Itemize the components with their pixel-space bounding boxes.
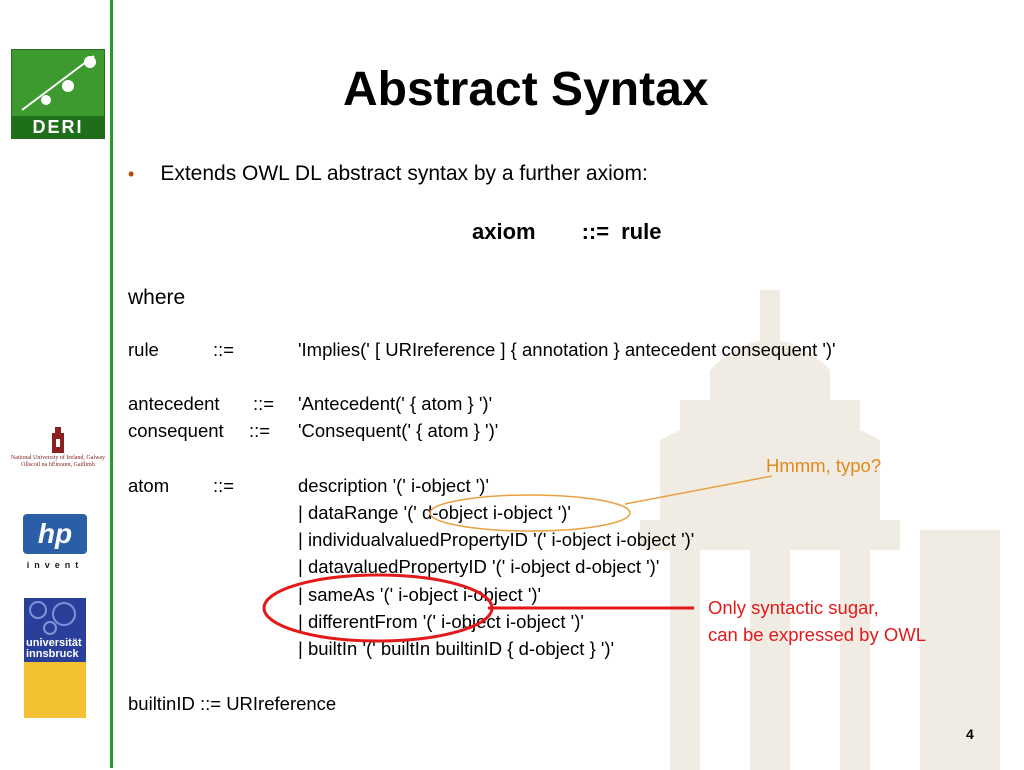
bullet-text: Extends OWL DL abstract syntax by a furt… [160,162,648,185]
hp-invent-text: invent [26,560,84,570]
sugar-note-line-2: can be expressed by OWL [708,624,926,645]
atom-alt-sameas: | sameAs '(' i-object i-object ')' [298,584,542,605]
sugar-note: Only syntactic sugar, can be expressed b… [708,594,926,648]
innsbruck-pattern-icon [29,601,76,635]
typo-note: Hmmm, typo? [766,455,882,476]
innsbruck-logo: universität innsbruck [24,598,86,718]
consequent-op: ::= [249,420,271,441]
antecedent-lhs: antecedent [128,393,220,414]
antecedent-op: ::= [253,393,275,414]
atom-alt-datavalued: | datavaluedPropertyID '(' i-object d-ob… [298,556,660,577]
atom-op: ::= [213,475,235,496]
bullet-point: • Extends OWL DL abstract syntax by a fur… [128,160,648,188]
bullet-dot-icon: • [128,164,135,184]
atom-alt-individualvalued: | individualvaluedPropertyID '(' i-objec… [298,529,695,550]
consequent-rhs: 'Consequent(' { atom } ')' [298,420,499,441]
building-watermark-icon [640,290,1000,770]
atom-alt-description: description '(' i-object ')' [298,475,489,496]
atom-alt-differentfrom: | differentFrom '(' i-object i-object ')… [298,611,584,632]
rule-lhs: rule [128,339,159,360]
atom-alt-builtin: | builtIn '(' builtIn builtinID { d-obje… [298,638,615,659]
page-number: 4 [966,726,974,742]
slide-title: Abstract Syntax [343,63,709,116]
innsbruck-line-2: innsbruck [26,648,79,660]
atom-alt-datarange: | dataRange '(' d-object i-object ')' [298,502,571,523]
axiom-lhs: axiom [472,219,536,244]
sidebar-divider [110,0,113,768]
where-label: where [128,286,186,309]
atom-lhs: atom [128,475,170,496]
innsbruck-line-1: universität [26,637,82,649]
rule-op: ::= [213,339,235,360]
hp-logo: hp [23,514,87,554]
nuig-logo: National University of Ireland, Galway O… [6,425,110,475]
rule-rhs: 'Implies(' [ URIreference ] { annotation… [298,339,836,360]
nuig-crest-icon [52,427,64,453]
deri-logo-text: DERI [12,116,104,138]
axiom-rhs: rule [621,219,662,244]
axiom-production: axiom::= rule [472,218,661,246]
logo-sidebar: DERI National University of Ireland, Gal… [0,0,110,768]
deri-logo: DERI [11,49,105,139]
nuig-name: National University of Ireland, Galway [10,455,106,461]
consequent-lhs: consequent [128,420,224,441]
innsbruck-yellow-band [24,662,86,718]
nuig-irish-name: Ollscoil na hÉireann, Gaillimh [21,462,95,468]
deri-graph-icon [21,55,96,111]
antecedent-rhs: 'Antecedent(' { atom } ')' [298,393,493,414]
axiom-op: ::= [581,219,610,244]
builtinid-production: builtinID ::= URIreference [128,693,337,714]
sugar-note-line-1: Only syntactic sugar, [708,597,879,618]
